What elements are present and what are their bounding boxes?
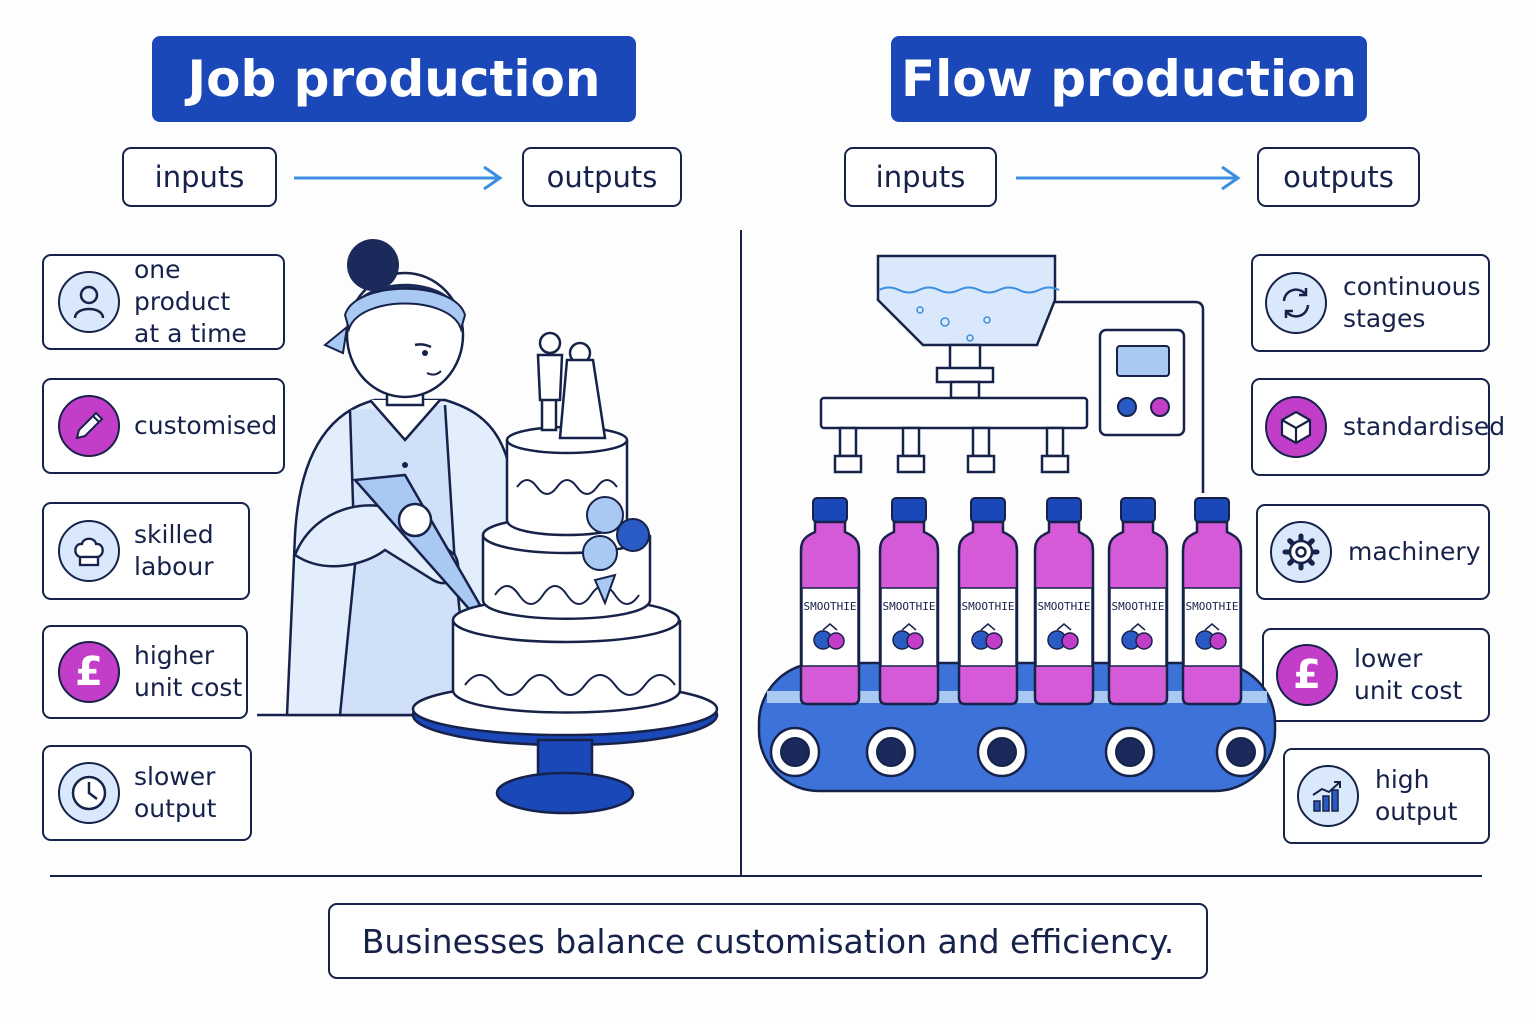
- clock-icon: [58, 762, 120, 824]
- pound-icon: £: [58, 641, 120, 703]
- section-divider: [740, 230, 742, 875]
- feature-label: continuous stages: [1343, 272, 1481, 333]
- job-arrow-icon: [294, 165, 503, 191]
- summary-statement: Businesses balance customisation and eff…: [328, 903, 1208, 979]
- pound-icon: £: [1276, 644, 1338, 706]
- bottle-label: SMOOTHIE: [883, 600, 936, 613]
- flow-outputs-box: outputs: [1257, 147, 1420, 207]
- smoothie-bottle: SMOOTHIE: [1181, 497, 1243, 706]
- gear-icon: [1270, 521, 1332, 583]
- smoothie-bottle: SMOOTHIE: [799, 497, 861, 706]
- bar-chart-icon: [1297, 765, 1359, 827]
- baker-decorating-cake-illustration: [257, 239, 719, 815]
- job-feature-card: customised: [42, 378, 285, 474]
- flow-production-title: Flow production: [891, 36, 1367, 122]
- bottling-line-illustration: SMOOTHIE SMOOTHIE SMOOTHIE SMOOTHIE SMOOTHIE…: [757, 254, 1277, 793]
- feature-label: customised: [134, 411, 278, 440]
- smoothie-bottle: SMOOTHIE: [878, 497, 940, 706]
- flow-feature-card: continuous stages: [1251, 254, 1490, 352]
- flow-feature-card: machinery: [1256, 504, 1490, 600]
- bottle-label: SMOOTHIE: [804, 600, 857, 613]
- job-feature-card: one product at a time: [42, 254, 285, 350]
- bottle-label: SMOOTHIE: [962, 600, 1015, 613]
- feature-label: high output: [1375, 765, 1458, 826]
- flow-feature-card: £ lower unit cost: [1262, 628, 1490, 722]
- footer-divider: [50, 875, 1482, 877]
- job-inputs-box: inputs: [122, 147, 277, 207]
- job-feature-card: skilled labour: [42, 502, 250, 600]
- bottle-label: SMOOTHIE: [1038, 600, 1091, 613]
- cube-icon: [1265, 396, 1327, 458]
- pencil-icon: [58, 395, 120, 457]
- person-icon: [58, 271, 120, 333]
- job-feature-card: slower output: [42, 745, 252, 841]
- bottle-label: SMOOTHIE: [1186, 600, 1239, 613]
- roller-icon: [1215, 726, 1267, 778]
- roller-icon: [1104, 726, 1156, 778]
- feature-label: slower output: [134, 762, 217, 823]
- flow-feature-card: standardised: [1251, 378, 1505, 476]
- feature-label: lower unit cost: [1354, 644, 1463, 705]
- smoothie-bottles: SMOOTHIE SMOOTHIE SMOOTHIE SMOOTHIE SMOOTHIE…: [799, 497, 1243, 706]
- feature-label: standardised: [1343, 412, 1506, 441]
- roller-icon: [865, 726, 917, 778]
- smoothie-bottle: SMOOTHIE: [1107, 497, 1169, 706]
- bottle-label: SMOOTHIE: [1112, 600, 1165, 613]
- flow-inputs-box: inputs: [844, 147, 997, 207]
- job-outputs-box: outputs: [522, 147, 682, 207]
- conveyor-rollers: [769, 726, 1267, 778]
- job-feature-card: £ higher unit cost: [42, 625, 248, 719]
- job-production-title: Job production: [152, 36, 636, 122]
- roller-icon: [976, 726, 1028, 778]
- cycle-arrows-icon: [1265, 272, 1327, 334]
- smoothie-bottle: SMOOTHIE: [1033, 497, 1095, 706]
- smoothie-bottle: SMOOTHIE: [957, 497, 1019, 706]
- feature-label: machinery: [1348, 537, 1481, 566]
- feature-label: one product at a time: [134, 255, 247, 348]
- feature-label: skilled labour: [134, 520, 214, 581]
- chef-hat-icon: [58, 520, 120, 582]
- feature-label: higher unit cost: [134, 641, 243, 702]
- flow-feature-card: high output: [1283, 748, 1490, 844]
- flow-arrow-icon: [1016, 165, 1241, 191]
- roller-icon: [769, 726, 821, 778]
